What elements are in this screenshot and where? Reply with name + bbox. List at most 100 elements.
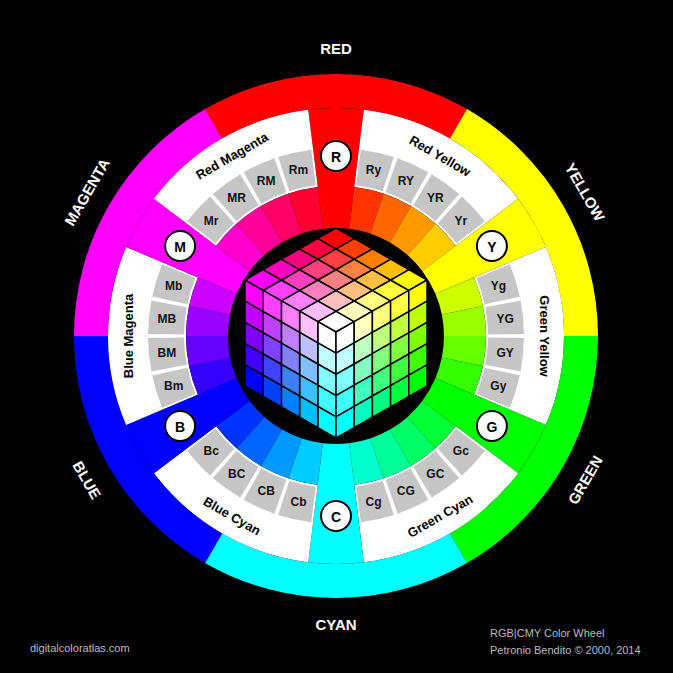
band-label: RED [320, 41, 352, 56]
cell-shape [485, 300, 524, 334]
cell-shape [148, 338, 187, 372]
mix-wedge [237, 206, 282, 255]
mix-wedge [216, 401, 264, 448]
cell-shape [244, 158, 287, 203]
mix-label: Red Yellow [407, 133, 473, 178]
mix-wedge [370, 194, 411, 243]
cube-cell [372, 386, 390, 418]
footer-text: digitalcoloratlas.com [30, 643, 130, 654]
mix-wedge [349, 438, 383, 484]
cube-cell [318, 406, 336, 438]
footer-text: Petronio Bendito © 2000, 2014 [490, 645, 641, 656]
primary-wedge [126, 199, 250, 294]
band-label: YELLOW [563, 160, 608, 223]
cell-label: Yr [454, 215, 467, 227]
cell-label: RY [398, 175, 414, 187]
cell-label: CB [258, 485, 275, 497]
cube-cell [263, 375, 281, 407]
mix-band-shape [108, 247, 198, 425]
cell-shape [438, 429, 485, 476]
cell-label: Gc [453, 445, 469, 457]
band-label: BLUE [70, 459, 103, 502]
cell-shape [356, 481, 394, 523]
primary-wedge [126, 378, 250, 473]
cell-label: Mb [165, 280, 182, 292]
band-label: GREEN [566, 453, 606, 507]
mix-wedge [186, 336, 230, 366]
circle-letter: M [174, 240, 186, 254]
cube-cell [318, 228, 354, 249]
mix-label: Blue Magenta [122, 294, 135, 379]
circle-letter: R [331, 150, 341, 164]
mix-band-shape [474, 247, 564, 425]
cell-label: RM [257, 175, 276, 187]
mix-wedge [370, 430, 411, 479]
circle-outline [477, 231, 507, 261]
mix-band-shape [154, 110, 318, 246]
cell-label: Mr [204, 215, 219, 227]
cell-shape [413, 174, 459, 221]
cell-shape [152, 368, 195, 408]
footer-text: RGB|CMY Color Wheel [490, 628, 605, 639]
cell-shape [213, 174, 259, 221]
cell-shape [187, 197, 234, 244]
cube-cell [391, 375, 409, 407]
cube-cell [300, 396, 318, 428]
outer-ring-sector [205, 74, 467, 139]
cell-label: CG [397, 485, 415, 497]
mix-wedge [442, 306, 486, 336]
circle-outline [165, 411, 195, 441]
outer-ring-sector [74, 336, 222, 563]
cell-label: YR [427, 192, 444, 204]
mix-wedge [237, 417, 282, 466]
cell-label: Cb [290, 496, 306, 508]
cell-label: Bc [203, 445, 218, 457]
primary-wedge [308, 108, 364, 229]
primary-wedge [308, 443, 364, 564]
mix-wedge [189, 358, 237, 395]
outer-ring-sector [205, 533, 467, 598]
